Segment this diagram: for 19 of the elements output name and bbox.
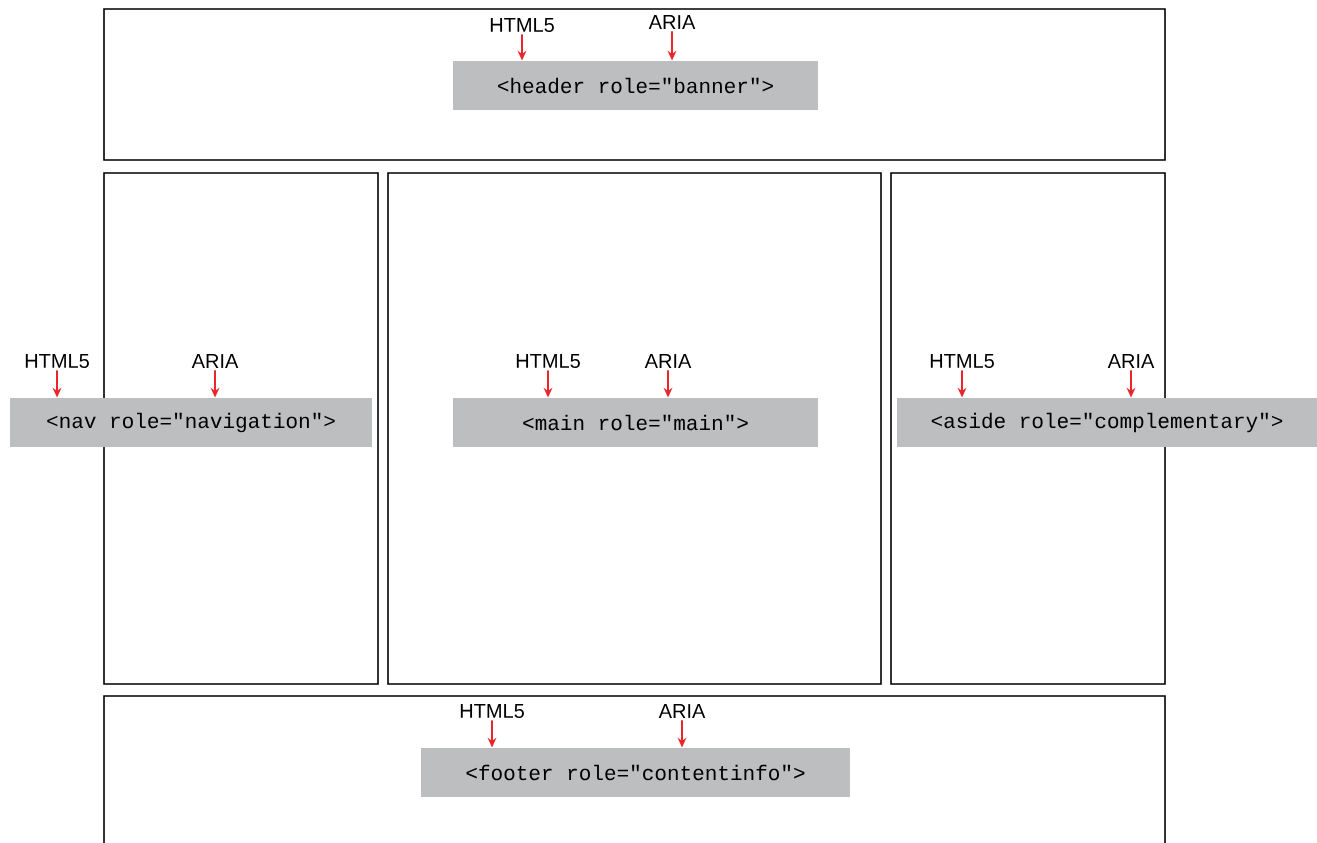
annotation-label: ARIA xyxy=(1107,354,1155,368)
annotation-label: ARIA xyxy=(658,704,706,718)
annotation-label: HTML5 xyxy=(516,354,580,368)
annotation-label: ARIA xyxy=(648,15,696,29)
annotation-label: ARIA xyxy=(644,354,692,368)
region-box xyxy=(103,695,1166,843)
region-box xyxy=(103,8,1166,161)
code-bar: <nav role="navigation"> xyxy=(10,398,372,447)
annotation-label: HTML5 xyxy=(490,18,554,32)
region-box xyxy=(103,172,379,685)
code-bar: <main role="main"> xyxy=(453,398,818,447)
code-bar: <header role="banner"> xyxy=(453,61,818,110)
code-bar: <footer role="contentinfo"> xyxy=(421,748,850,797)
annotation-label: HTML5 xyxy=(25,354,89,368)
annotation-label: ARIA xyxy=(191,354,239,368)
code-bar: <aside role="complementary"> xyxy=(897,398,1317,447)
annotation-label: HTML5 xyxy=(930,354,994,368)
region-box xyxy=(387,172,882,685)
annotation-label: HTML5 xyxy=(460,704,524,718)
